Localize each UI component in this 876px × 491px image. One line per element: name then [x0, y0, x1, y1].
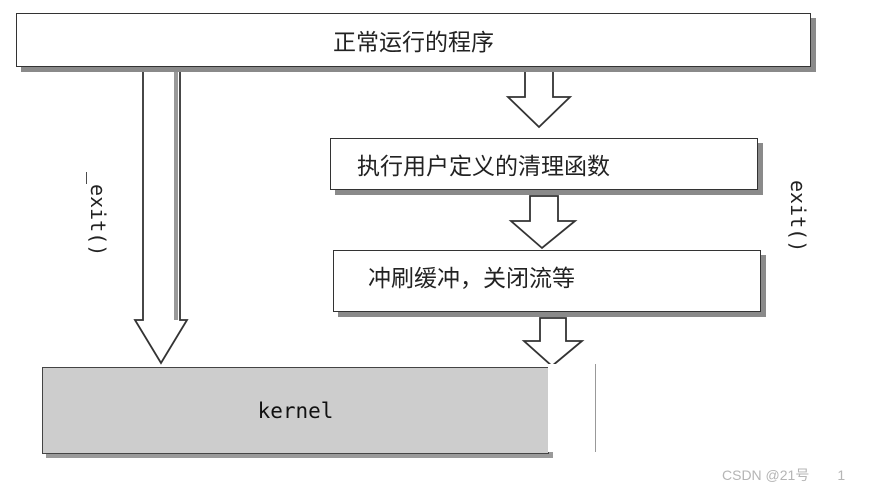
underscore-exit-label: _exit() — [86, 172, 110, 257]
kernel-box-edge — [548, 364, 596, 452]
arrow-to-flush — [508, 195, 578, 250]
exit-label: exit() — [786, 180, 810, 253]
flush-buffers-label: 冲刷缓冲，关闭流等 — [368, 266, 575, 292]
running-program-label: 正常运行的程序 — [333, 30, 494, 56]
running-program-box: 正常运行的程序 — [16, 13, 811, 67]
csdn-watermark: CSDN @21号 1 — [722, 467, 846, 483]
arrow-to-kernel — [521, 317, 585, 368]
kernel-box: kernel — [42, 367, 549, 454]
arrow-to-cleanup — [505, 69, 573, 129]
flush-buffers-box: 冲刷缓冲，关闭流等 — [333, 250, 761, 312]
cleanup-functions-label: 执行用户定义的清理函数 — [357, 154, 610, 180]
cleanup-functions-box: 执行用户定义的清理函数 — [330, 138, 758, 190]
left-down-arrow — [133, 67, 189, 365]
kernel-label: kernel — [257, 398, 334, 423]
